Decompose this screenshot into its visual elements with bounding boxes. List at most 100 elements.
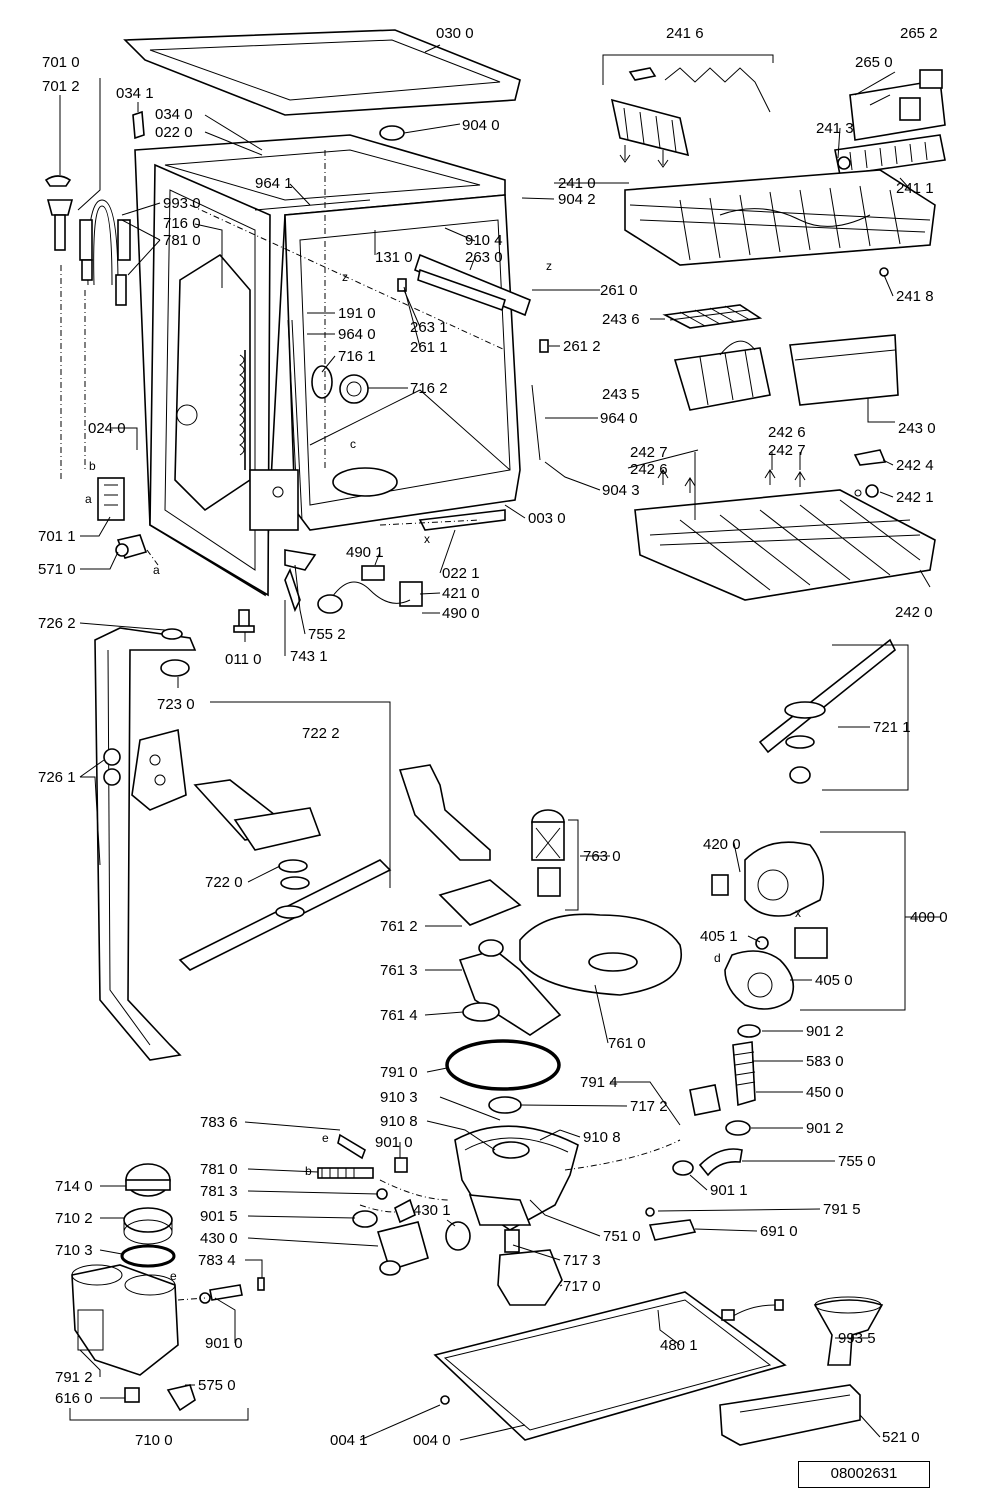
part-label: 034 1 xyxy=(116,85,154,102)
part-label: 265 0 xyxy=(855,54,893,71)
part-label: 783 4 xyxy=(198,1252,236,1269)
part-label: 904 2 xyxy=(558,191,596,208)
part-label: 904 0 xyxy=(462,117,500,134)
part-label: 783 6 xyxy=(200,1114,238,1131)
part-label: 242 1 xyxy=(896,489,934,506)
drawing-reference-number: 08002631 xyxy=(798,1461,930,1488)
part-label: 243 0 xyxy=(898,420,936,437)
spray-system xyxy=(94,627,909,1061)
part-label: 726 1 xyxy=(38,769,76,786)
part-label: 004 1 xyxy=(330,1432,368,1449)
part-label: 710 2 xyxy=(55,1210,93,1227)
part-label: 904 3 xyxy=(602,482,640,499)
part-label: 701 2 xyxy=(42,78,80,95)
part-label: 616 0 xyxy=(55,1390,93,1407)
drain-pump xyxy=(376,1221,429,1272)
filter-cartridge xyxy=(531,821,565,861)
sump-gasket xyxy=(445,1039,561,1091)
part-label: 571 0 xyxy=(38,561,76,578)
insulation-mat xyxy=(174,253,251,512)
part-label: 716 0 xyxy=(163,215,201,232)
connection-letter: e xyxy=(322,1131,329,1145)
pump-assembly xyxy=(317,831,906,1306)
part-label: 722 2 xyxy=(302,725,340,742)
lower-spray-arm xyxy=(758,638,897,754)
part-label: 717 2 xyxy=(630,1098,668,1115)
part-label: 993 5 xyxy=(838,1330,876,1347)
door-switch xyxy=(361,565,385,581)
part-label: 964 1 xyxy=(255,175,293,192)
part-label: 910 4 xyxy=(465,232,503,249)
part-label: 490 0 xyxy=(442,605,480,622)
part-label: 701 1 xyxy=(38,528,76,545)
part-label: 241 8 xyxy=(896,288,934,305)
connection-letter: e xyxy=(170,1269,177,1283)
part-label: 743 1 xyxy=(290,648,328,665)
part-label: 243 6 xyxy=(602,311,640,328)
part-label: 242 0 xyxy=(895,604,933,621)
part-label: 755 0 xyxy=(838,1153,876,1170)
part-label: 910 8 xyxy=(583,1129,621,1146)
part-label: 575 0 xyxy=(198,1377,236,1394)
part-label: 450 0 xyxy=(806,1084,844,1101)
part-label: 420 0 xyxy=(703,836,741,853)
part-label: 242 6 xyxy=(630,461,668,478)
part-label: 993 0 xyxy=(163,195,201,212)
part-label: 761 4 xyxy=(380,1007,418,1024)
part-label: 701 0 xyxy=(42,54,80,71)
part-label: 241 0 xyxy=(558,175,596,192)
part-label: 791 0 xyxy=(380,1064,418,1081)
connection-letter: x xyxy=(795,906,801,920)
part-label: 723 0 xyxy=(157,696,195,713)
part-label: 521 0 xyxy=(882,1429,920,1446)
part-label: 691 0 xyxy=(760,1223,798,1240)
lower-basket xyxy=(634,489,936,601)
part-label: 191 0 xyxy=(338,305,376,322)
part-label: 763 0 xyxy=(583,848,621,865)
part-label: 265 2 xyxy=(900,25,938,42)
rack-wire xyxy=(664,67,771,113)
part-label: 964 0 xyxy=(338,326,376,343)
control-panel xyxy=(719,1384,861,1446)
part-label: 722 0 xyxy=(205,874,243,891)
water-inlet-valve xyxy=(46,199,74,216)
part-label: 761 2 xyxy=(380,918,418,935)
part-label: 400 0 xyxy=(910,909,948,926)
part-label: 430 1 xyxy=(413,1202,451,1219)
circulation-pump-motor xyxy=(744,841,825,917)
part-label: 901 0 xyxy=(375,1134,413,1151)
part-label: 003 0 xyxy=(528,510,566,527)
cutlery-basket xyxy=(673,347,771,411)
part-label: 405 1 xyxy=(700,928,738,945)
part-label: 791 5 xyxy=(823,1201,861,1218)
part-label: 781 3 xyxy=(200,1183,238,1200)
part-label: 761 3 xyxy=(380,962,418,979)
leader-lines xyxy=(59,44,940,1441)
connection-letter: b xyxy=(89,459,96,473)
part-label: 755 2 xyxy=(308,626,346,643)
part-label: 781 0 xyxy=(200,1161,238,1178)
cup-shelf xyxy=(610,98,690,157)
part-label: 421 0 xyxy=(442,585,480,602)
part-label: 034 0 xyxy=(155,106,193,123)
base-rail xyxy=(418,509,506,531)
part-label: 490 1 xyxy=(346,544,384,561)
part-label: 710 0 xyxy=(135,1432,173,1449)
part-label: 716 2 xyxy=(410,380,448,397)
hinge-bracket xyxy=(97,477,125,521)
part-label: 901 0 xyxy=(205,1335,243,1352)
part-label: 261 1 xyxy=(410,339,448,356)
cutlery-basket-large xyxy=(789,334,899,406)
part-label: 761 0 xyxy=(608,1035,646,1052)
part-label: 263 0 xyxy=(465,249,503,266)
pump-housing xyxy=(724,950,795,1010)
part-label: 791 2 xyxy=(55,1369,93,1386)
part-labels: 030 0 241 6 265 2 265 0 701 0 701 2 034 … xyxy=(38,25,948,1449)
part-label: 901 5 xyxy=(200,1208,238,1225)
upper-basket-assembly xyxy=(602,54,946,601)
connection-letter: z xyxy=(546,259,552,273)
salt-funnel xyxy=(813,1299,884,1366)
part-label: 242 4 xyxy=(896,457,934,474)
connection-letter: z xyxy=(342,270,348,284)
